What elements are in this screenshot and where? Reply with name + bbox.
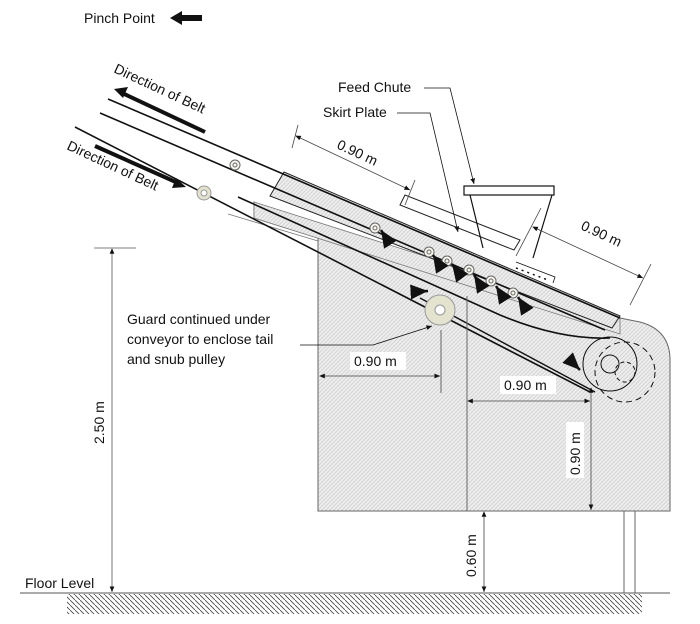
tail-pulley — [582, 336, 656, 403]
guard-note-line1: Guard continued under — [127, 311, 271, 327]
dimension-guard-clearance-label: 0.60 m — [463, 534, 479, 577]
dimension-tail-reach-label: 0.90 m — [504, 377, 547, 393]
guard-note-leader — [300, 325, 433, 346]
roller — [441, 255, 453, 267]
skirt-plate — [399, 194, 521, 251]
support-leg — [623, 511, 636, 593]
dim-label-bg — [500, 376, 556, 394]
roller — [485, 275, 497, 287]
dimension-snub-reach — [319, 330, 442, 393]
dimension-skirt-label: 0.90 m — [335, 136, 381, 169]
skirt-plate-label: Skirt Plate — [323, 104, 387, 120]
left-arrow-icon — [170, 11, 202, 25]
dimension-chute-tail — [515, 207, 652, 306]
guard-note-line3: and snub pulley — [127, 351, 225, 367]
conveyor-belt — [74, 98, 621, 393]
guard-edge-line — [227, 213, 319, 242]
dimension-chute-tail-label: 0.90 m — [579, 217, 625, 250]
dimension-skirt — [291, 124, 416, 206]
feed-chute-leader — [424, 87, 475, 185]
dimension-tail-height-label: 0.90 m — [567, 432, 583, 475]
roller — [423, 246, 435, 258]
roller — [463, 264, 475, 276]
direction-arrow-bottom — [94, 144, 186, 188]
dim-label-bg — [350, 352, 406, 370]
dimension-guard-height — [94, 247, 136, 592]
return-roller — [196, 185, 212, 201]
roller — [507, 287, 519, 299]
snub-pulley — [424, 294, 456, 326]
guard-note-line2: conveyor to enclose tail — [127, 331, 273, 347]
floor — [20, 592, 670, 614]
roller — [369, 222, 381, 234]
feed-chute-label: Feed Chute — [338, 79, 411, 95]
pinch-arrows — [379, 229, 581, 371]
direction-arrow-top — [114, 87, 206, 134]
pinch-point-label: Pinch Point — [84, 10, 155, 26]
dim-label-bg — [566, 422, 584, 478]
dimension-guard-height-label: 2.50 m — [91, 401, 107, 444]
floor-level-label: Floor Level — [25, 575, 94, 591]
roller — [229, 159, 241, 171]
dimension-snub-reach-label: 0.90 m — [354, 353, 397, 369]
skirt-plate-leader — [397, 112, 460, 233]
